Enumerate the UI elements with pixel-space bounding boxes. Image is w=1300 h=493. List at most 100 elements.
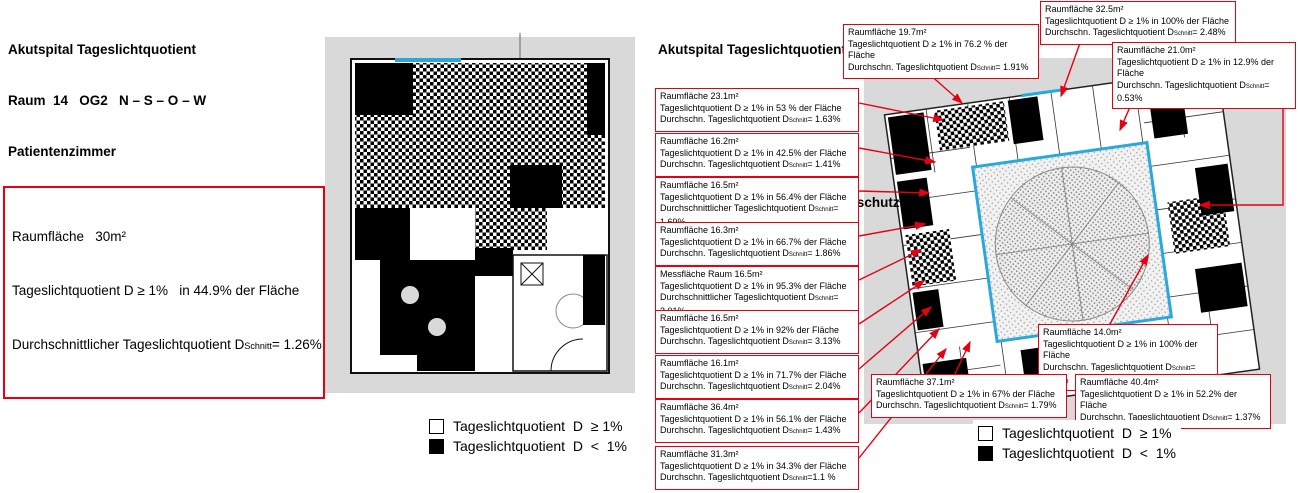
avg-sub: Schnitt	[1171, 365, 1191, 372]
avg-daylight: Durchschn. Tageslichtquotient DSchnitt= …	[876, 400, 1062, 414]
avg-pre: Durchschn. Tageslichtquotient D	[1045, 27, 1174, 37]
legend-label-ge: Tageslichtquotient D ≥ 1%	[453, 418, 623, 434]
avg-pre: Durchschn. Tageslichtquotient D	[660, 159, 789, 169]
avg-daylight: Durchschn. Tageslichtquotient DSchnitt= …	[660, 381, 854, 395]
legend-label-ge: Tageslichtquotient D ≥ 1%	[1002, 425, 1172, 441]
annotation-box: Raumfläche 23.1m² Tageslichtquotient D ≥…	[655, 88, 859, 132]
avg-daylight: Durchschnittlicher Tageslichtquotient DS…	[12, 336, 322, 355]
room-area: Raumfläche 16.3m²	[660, 225, 739, 235]
avg-daylight: Durchschn. Tageslichtquotient DSchnitt=1…	[660, 472, 854, 486]
annotation-box: Raumfläche 16.3m² Tageslichtquotient D ≥…	[655, 222, 859, 266]
legend-swatch-white	[429, 418, 444, 434]
legend-swatch-black	[429, 438, 444, 454]
avg-pre: Durchschn. Tageslichtquotient D	[660, 472, 789, 482]
avg-value: = 1.86%	[807, 248, 841, 258]
floor-plan-room14	[325, 33, 635, 393]
avg-daylight: Durchschn. Tageslichtquotient DSchnitt= …	[660, 114, 854, 128]
room-area: Raumfläche 31.3m²	[660, 449, 739, 459]
avg-sub: Schnitt	[788, 252, 808, 258]
daylight-percent: Tageslichtquotient D ≥ 1% in 92% der Flä…	[660, 324, 840, 335]
left-title-line: Raum 14 OG2 N – S – O – W	[8, 93, 207, 108]
avg-pre: Durchschn. Tageslichtquotient D	[660, 425, 789, 435]
daylight-percent: Tageslichtquotient D ≥ 1% in 53 % der Fl…	[660, 102, 842, 113]
daylight-percent: Tageslichtquotient D ≥ 1% in 66.7% der F…	[660, 236, 847, 247]
right-title-line: Akutspital Tageslichtquotient	[658, 42, 847, 57]
avg-pre: Durchschn. Tageslichtquotient D	[660, 336, 789, 346]
avg-sub: Schnitt	[1173, 31, 1193, 37]
legend-left: Tageslichtquotient D ≥ 1% Tageslichtquot…	[424, 413, 632, 459]
dark-zone	[355, 63, 413, 115]
legend-swatch-black	[978, 445, 993, 461]
annotation-box: Raumfläche 36.4m² Tageslichtquotient D ≥…	[655, 399, 859, 443]
avg-value: = 3.13%	[807, 336, 841, 346]
annotation-box: Raumfläche 19.7m² Tageslichtquotient D ≥…	[843, 24, 1039, 79]
daylight-percent: Tageslichtquotient D ≥ 1% in 44.9% der F…	[12, 283, 300, 298]
room-area: Raumfläche 19.7m²	[848, 27, 927, 37]
avg-value: = 1.37%	[1227, 411, 1261, 422]
avg-pre: Durchschn. Tageslichtquotient D	[1080, 411, 1209, 422]
room-area: Raumfläche 16.1m²	[660, 358, 739, 368]
daylight-percent: Tageslichtquotient D ≥ 1% in 34.3% der F…	[660, 460, 847, 471]
avg-daylight: Durchschnittlicher Tageslichtquotient DS…	[660, 203, 854, 228]
avg-pre: Durchschn. Tageslichtquotient D	[848, 61, 977, 72]
avg-daylight: Durchschn. Tageslichtquotient DSchnitt= …	[660, 248, 854, 262]
avg-pre: Durchschnittlicher Tageslichtquotient D	[660, 292, 815, 302]
avg-daylight-sub: Schnitt	[244, 341, 272, 351]
avg-value: = 1.69%	[660, 203, 839, 227]
avg-pre: Durchschn. Tageslichtquotient D	[1117, 79, 1246, 90]
avg-pre: Durchschn. Tageslichtquotient D	[1043, 361, 1172, 372]
avg-daylight: Durchschn. Tageslichtquotient DSchnitt= …	[848, 62, 1034, 76]
annotation-box: Raumfläche 21.0m² Tageslichtquotient D ≥…	[1112, 42, 1296, 109]
avg-pre: Durchschnittlicher Tageslichtquotient D	[660, 203, 815, 213]
annotation-box: Raumfläche 16.1m² Tageslichtquotient D ≥…	[655, 355, 859, 399]
daylight-percent: Tageslichtquotient D ≥ 1% in 42.5% der F…	[660, 147, 847, 158]
avg-value: = 1.79%	[1023, 400, 1057, 410]
avg-sub: Schnitt	[788, 385, 808, 391]
avg-sub: Schnitt	[788, 163, 808, 169]
room-area: Raumfläche 21.0m²	[1117, 45, 1196, 55]
room-area: Raumfläche 16.5m²	[660, 313, 739, 323]
building-group	[883, 67, 1261, 417]
daylight-percent: Tageslichtquotient D ≥ 1% in 95.3% der F…	[660, 280, 847, 291]
room-area: Raumfläche 23.1m²	[660, 91, 739, 101]
avg-daylight: Durchschn. Tageslichtquotient DSchnitt= …	[660, 425, 854, 439]
avg-sub: Schnitt	[814, 296, 834, 302]
avg-value: = 2.04%	[807, 381, 841, 391]
left-title-line: Akutspital Tageslichtquotient	[8, 42, 197, 57]
room-area: Raumfläche 16.2m²	[660, 136, 739, 146]
avg-sub: Schnitt	[788, 340, 808, 346]
avg-daylight-value: = 1.26%	[271, 337, 322, 352]
room-area: Raumfläche 36.4m²	[660, 402, 739, 412]
legend-right: Tageslichtquotient D ≥ 1% Tageslichtquot…	[973, 420, 1181, 466]
annotation-box-room14: Raumfläche 30m² Tageslichtquotient D ≥ 1…	[3, 186, 325, 399]
daylight-percent: Tageslichtquotient D ≥ 1% in 71.7% der F…	[660, 369, 847, 380]
daylight-percent: Tageslichtquotient D ≥ 1% in 76.2 % der …	[848, 38, 1008, 61]
avg-value: = 1.63%	[807, 114, 841, 124]
avg-value: = 1.43%	[807, 425, 841, 435]
legend-row: Tageslichtquotient D ≥ 1%	[429, 418, 627, 434]
room-area: Raumfläche 32.5m²	[1045, 4, 1124, 14]
room-area: Raumfläche 14.0m²	[1043, 327, 1122, 337]
avg-daylight: Durchschn. Tageslichtquotient DSchnitt= …	[1080, 412, 1266, 426]
avg-daylight: Durchschn. Tageslichtquotient DSchnitt= …	[660, 336, 854, 350]
avg-pre: Durchschn. Tageslichtquotient D	[660, 114, 789, 124]
daylight-percent: Tageslichtquotient D ≥ 1% in 100% der Fl…	[1045, 15, 1230, 26]
avg-sub: Schnitt	[976, 65, 996, 72]
avg-pre: Durchschn. Tageslichtquotient D	[876, 400, 1005, 410]
annotation-box: Raumfläche 31.3m² Tageslichtquotient D ≥…	[655, 446, 859, 490]
legend-label-lt: Tageslichtquotient D < 1%	[1002, 445, 1176, 461]
avg-pre: Durchschn. Tageslichtquotient D	[660, 381, 789, 391]
legend-row: Tageslichtquotient D ≥ 1%	[978, 425, 1176, 441]
room-area: Messfläche Raum 16.5m²	[660, 269, 763, 279]
avg-daylight: Durchschn. Tageslichtquotient DSchnitt= …	[660, 159, 854, 173]
avg-value: = 1.41%	[807, 159, 841, 169]
avg-sub: Schnitt	[1004, 404, 1024, 410]
room-area: Raumfläche 37.1m²	[876, 377, 955, 387]
avg-sub: Schnitt	[814, 207, 834, 213]
avg-value: = 1.91%	[995, 61, 1029, 72]
annotation-box: Raumfläche 37.1m² Tageslichtquotient D ≥…	[871, 374, 1067, 418]
avg-sub: Schnitt	[1208, 415, 1228, 422]
legend-row: Tageslichtquotient D < 1%	[978, 445, 1176, 461]
annotation-box: Raumfläche 16.2m² Tageslichtquotient D ≥…	[655, 133, 859, 177]
